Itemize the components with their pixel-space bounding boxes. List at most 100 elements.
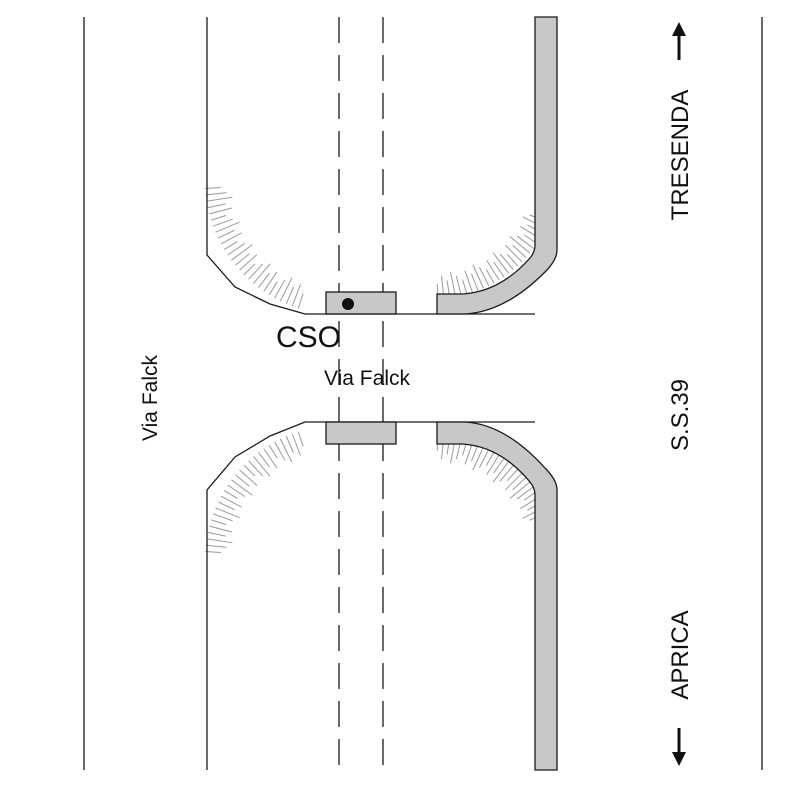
cso-point-marker: [342, 298, 354, 310]
via-falck-center-label: Via Falck: [324, 367, 410, 390]
hatch-line: [516, 486, 534, 500]
hatch-line: [493, 261, 505, 278]
hatch-line: [516, 235, 534, 249]
sidewalk-top: [436, 16, 558, 315]
hatch-line: [297, 293, 304, 309]
hatch-line: [209, 525, 233, 533]
hatch-line: [486, 260, 500, 281]
hatch-line: [297, 431, 304, 447]
hatch-line: [220, 495, 242, 508]
hatch-line: [243, 464, 256, 477]
hatch-line: [509, 481, 531, 499]
hatch-line: [285, 286, 294, 305]
hatch-line: [215, 221, 240, 233]
hatch-line: [509, 236, 531, 254]
hatch-line: [212, 513, 233, 522]
hatch-line: [291, 433, 301, 456]
hatch-line: [285, 435, 294, 454]
hatch-line: [493, 457, 505, 474]
hatch-line: [231, 244, 253, 261]
hatch-line: [464, 270, 474, 293]
hatch-line: [223, 490, 238, 500]
hatch-line: [248, 460, 264, 477]
hatch-line: [279, 438, 293, 463]
hatch-line: [217, 229, 235, 239]
hatch-line: [243, 263, 256, 276]
hatch-line: [268, 281, 278, 296]
hatch-line: [231, 479, 253, 496]
hatch-line: [499, 464, 514, 482]
hatch-line: [239, 469, 258, 486]
hatch-line: [512, 244, 527, 258]
hatch-line: [220, 232, 242, 245]
hatch-line: [450, 271, 457, 298]
hatch-line: [506, 254, 519, 267]
aprica-label: APRICA: [667, 610, 694, 699]
hatch-line: [205, 186, 221, 189]
hatch-line: [212, 218, 233, 227]
hatch-line: [258, 272, 270, 288]
hatch-line: [205, 544, 227, 548]
hatch-line: [253, 456, 271, 477]
hatch-line: [291, 284, 301, 307]
hatch-line: [235, 253, 250, 266]
hatch-line: [205, 551, 221, 554]
hatch-line: [485, 269, 495, 284]
hatch-line: [485, 451, 495, 466]
hatch-line: [205, 192, 227, 196]
hatch-line: [486, 454, 500, 475]
hatch-line: [258, 452, 270, 468]
hatch-line: [479, 448, 490, 468]
hatch-line: [470, 444, 479, 462]
hatch-line: [472, 446, 485, 471]
hatch-line: [253, 263, 271, 284]
hatch-line: [274, 279, 286, 299]
chamber-bottom: [325, 421, 397, 445]
hatch-line: [206, 538, 233, 544]
hatch-line: [505, 244, 523, 263]
hatch-line: [215, 507, 240, 519]
hatch-line: [470, 273, 479, 291]
hatch-line: [206, 196, 233, 202]
road-edge-top-block: [206, 17, 535, 315]
hatch-line: [464, 442, 474, 465]
hatch-line: [499, 253, 514, 271]
hatch-line: [239, 254, 258, 271]
sidewalk-bottom: [436, 421, 558, 771]
arrow-up-icon: [672, 22, 686, 60]
tresenda-label: TRESENDA: [667, 90, 694, 221]
hatch-line: [492, 252, 510, 274]
hatch-line: [263, 448, 278, 469]
hatch-line: [227, 242, 246, 256]
cso-label: CSO: [276, 321, 341, 354]
hatch-line: [235, 474, 250, 487]
hatch-line: [227, 484, 246, 498]
hatch-line: [209, 207, 233, 215]
hatch-line: [207, 531, 226, 537]
hatch-line: [263, 271, 278, 292]
hatch-line: [217, 501, 235, 511]
road-edge-bottom-block: [206, 421, 535, 770]
via-falck-left-label: Via Falck: [139, 355, 162, 441]
hatch-line: [479, 267, 490, 287]
arrow-down-icon: [672, 728, 686, 766]
hatch-line: [505, 472, 523, 491]
hatch-line: [223, 240, 238, 250]
cso-chamber-top: [325, 291, 397, 315]
ss39-label: S.S.39: [667, 379, 694, 451]
hatch-line: [512, 477, 527, 491]
hatch-line: [210, 214, 227, 221]
hatch-line: [274, 441, 286, 461]
hatch-line: [279, 277, 293, 302]
hatch-line: [455, 275, 462, 297]
hatch-line: [268, 444, 278, 459]
embankment-hatching: [205, 186, 552, 554]
hatch-line: [506, 468, 519, 481]
hatch-line: [210, 519, 227, 526]
hatch-line: [248, 263, 264, 280]
hatch-line: [472, 264, 485, 289]
hatch-line: [207, 203, 226, 209]
hatch-line: [492, 461, 510, 483]
